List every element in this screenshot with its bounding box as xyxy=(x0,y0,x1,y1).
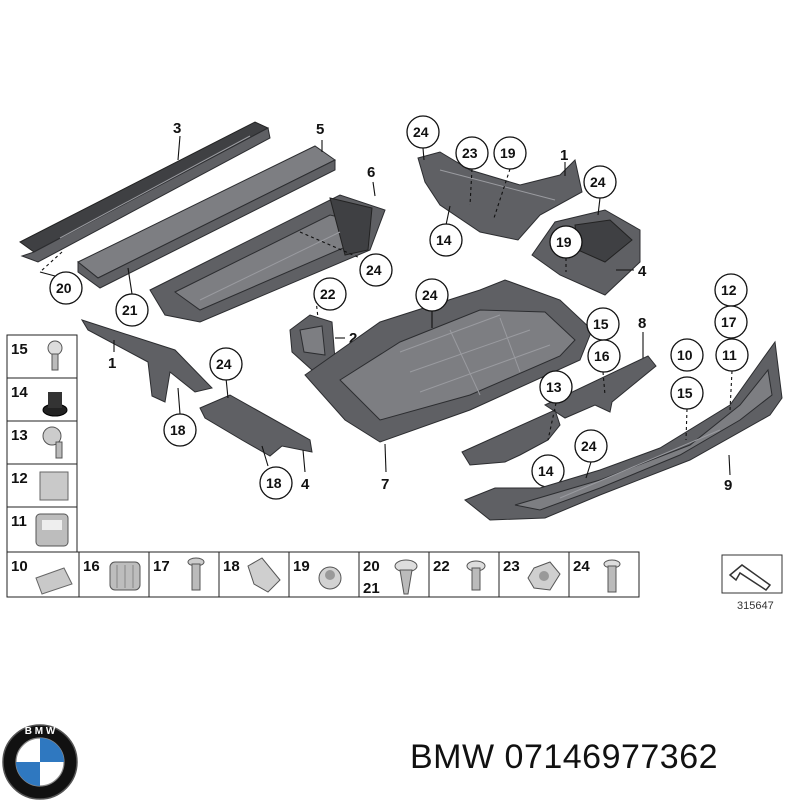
callout-4-b: 4 xyxy=(638,263,647,280)
part-number-label: BMW 07146977362 xyxy=(410,738,719,776)
screw-icon-22 xyxy=(466,560,486,591)
legend-item-16: 16 xyxy=(83,558,100,575)
callout-19-b: 19 xyxy=(556,234,572,250)
callout-11: 11 xyxy=(722,347,737,363)
legend-left-column: 15 14 13 12 11 xyxy=(6,334,78,553)
grommet-icon-14 xyxy=(42,392,68,417)
callout-9: 9 xyxy=(724,477,732,494)
part-1-upper-bracket xyxy=(417,151,583,241)
part-1-left-bracket xyxy=(80,319,213,403)
legend-item-12: 12 xyxy=(11,470,28,487)
rivet-icon-20 xyxy=(394,559,418,595)
legend-item-24: 24 xyxy=(573,558,590,575)
doc-number: 315647 xyxy=(737,600,774,612)
part-8-rail xyxy=(543,355,657,419)
callout-20: 20 xyxy=(56,280,72,296)
pad-icon-12 xyxy=(39,471,69,501)
legend-item-17: 17 xyxy=(153,558,170,575)
callout-1-a: 1 xyxy=(108,355,116,372)
part-4-lower-bracket xyxy=(199,394,313,457)
callout-15-a: 15 xyxy=(593,316,609,332)
legend-item-20: 20 xyxy=(363,558,380,575)
callout-24-d: 24 xyxy=(413,124,429,140)
nut-icon-19 xyxy=(318,566,342,590)
callout-4-a: 4 xyxy=(301,476,310,493)
legend-item-18: 18 xyxy=(223,558,240,575)
callout-18-b: 18 xyxy=(266,475,282,491)
callout-8: 8 xyxy=(638,315,646,332)
callout-24-e: 24 xyxy=(590,174,606,190)
callout-17: 17 xyxy=(721,314,737,330)
pin-icon-17 xyxy=(187,557,205,591)
callout-7: 7 xyxy=(381,476,389,493)
bmw-logo: B M W xyxy=(2,724,78,800)
legend-item-11: 11 xyxy=(11,513,27,530)
callout-24-a: 24 xyxy=(366,262,382,278)
callout-5: 5 xyxy=(316,121,324,138)
callout-22: 22 xyxy=(320,286,336,302)
legend-item-15: 15 xyxy=(11,341,28,358)
callout-15-b: 15 xyxy=(677,385,693,401)
bolt-icon-13 xyxy=(42,426,63,459)
callout-16: 16 xyxy=(594,348,610,364)
push-pin-icon-24 xyxy=(603,559,621,593)
nut-icon-23 xyxy=(527,561,561,591)
legend-bottom-row: 10 16 17 18 19 20 21 22 23 24 xyxy=(6,551,640,598)
callout-2: 2 xyxy=(349,330,357,347)
callout-1-b: 1 xyxy=(560,147,568,164)
callout-19-a: 19 xyxy=(500,145,516,161)
callout-3: 3 xyxy=(173,120,181,137)
callout-24-b: 24 xyxy=(216,356,232,372)
part-13-rail xyxy=(461,409,561,466)
legend-item-23: 23 xyxy=(503,558,520,575)
part-5-panel xyxy=(77,145,336,289)
callout-18-a: 18 xyxy=(170,422,186,438)
legend-item-14: 14 xyxy=(11,384,28,401)
callout-12: 12 xyxy=(721,282,737,298)
bmw-logo-lettering: B M W xyxy=(25,726,56,737)
part-4-right-box xyxy=(531,209,641,296)
document-reference: 315647 xyxy=(721,554,783,612)
legend-item-22: 22 xyxy=(433,558,450,575)
callout-13: 13 xyxy=(546,379,562,395)
part-9-bumper-trim xyxy=(464,340,783,521)
callout-24-f: 24 xyxy=(581,438,597,454)
callout-14-a: 14 xyxy=(436,232,452,248)
legend-item-21: 21 xyxy=(363,580,380,597)
legend-item-19: 19 xyxy=(293,558,310,575)
callout-24-c: 24 xyxy=(422,287,438,303)
callout-23: 23 xyxy=(462,145,478,161)
callout-10: 10 xyxy=(677,347,693,363)
clip-icon-11 xyxy=(35,513,69,547)
clip-nut-icon-16 xyxy=(109,561,141,591)
part-6-tray xyxy=(149,194,386,323)
part-2-clip xyxy=(289,314,336,371)
legend-item-10: 10 xyxy=(11,558,28,575)
legend-item-13: 13 xyxy=(11,427,28,444)
cap-icon-10 xyxy=(35,567,73,595)
part-3-rail xyxy=(19,121,271,263)
callout-21: 21 xyxy=(122,302,138,318)
callout-6: 6 xyxy=(367,164,375,181)
callout-14-b: 14 xyxy=(538,463,554,479)
screw-icon-15 xyxy=(47,340,63,371)
spring-clip-icon-18 xyxy=(247,557,281,593)
